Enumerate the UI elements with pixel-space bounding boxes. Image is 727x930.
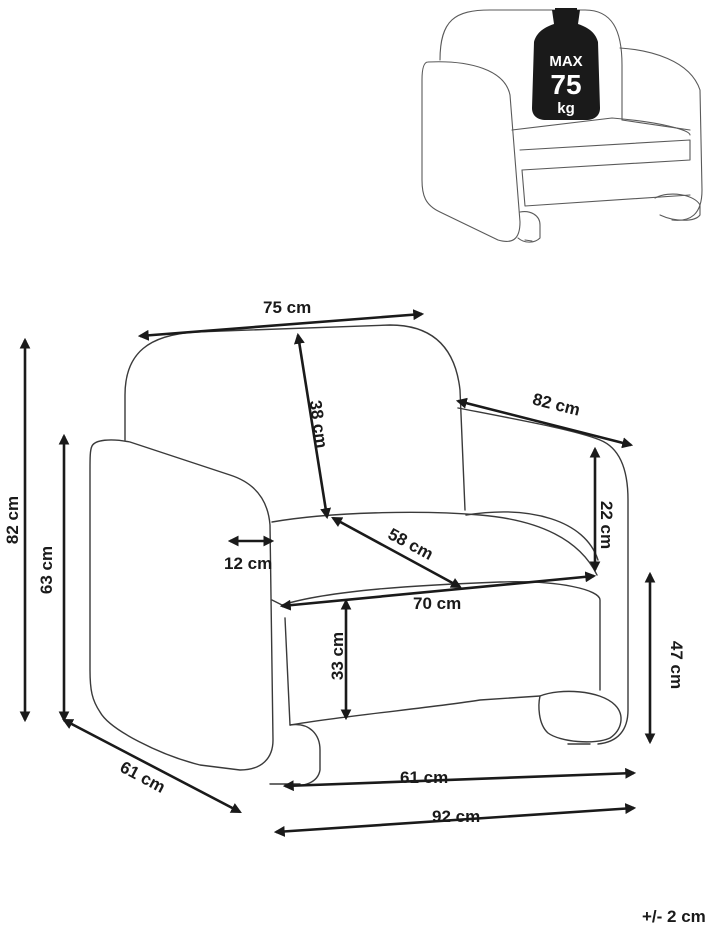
depth-dim-line [62,718,242,814]
front-height-label: 63 cm [37,546,56,594]
weight-value: 75 [550,69,581,100]
seat-width-label: 70 cm [413,594,461,613]
arm-depth-dim-line [455,397,634,449]
seat-diag-label: 58 cm [385,524,436,563]
weight-unit: kg [557,100,575,117]
base-width-label: 61 cm [400,768,448,787]
total-width-dim-line [273,803,637,837]
total-height-label: 82 cm [3,496,22,544]
dimension-lines [19,309,656,837]
seat-height-label: 33 cm [328,632,347,680]
depth-label: 61 cm [117,757,168,796]
small-chair-outline [421,9,703,243]
base-width-dim-line [282,767,637,792]
back-height-label: 38 cm [306,399,332,449]
weight-icon [532,8,600,120]
total-width-label: 92 cm [432,807,480,826]
width-dim-line [137,309,425,341]
tolerance-note: +/- 2 cm [642,907,706,926]
width-label: 75 cm [263,298,311,317]
arm-depth-label: 82 cm [531,390,582,420]
side-height-label: 47 cm [667,641,686,689]
arm-height-label: 22 cm [597,501,616,549]
back-height-dim-line [293,332,332,520]
seat-width-dim-line [279,571,597,611]
weight-limit-illustration: MAX 75 kg [421,8,703,243]
weight-max-label: MAX [549,53,582,70]
arm-width-label: 12 cm [224,554,272,573]
